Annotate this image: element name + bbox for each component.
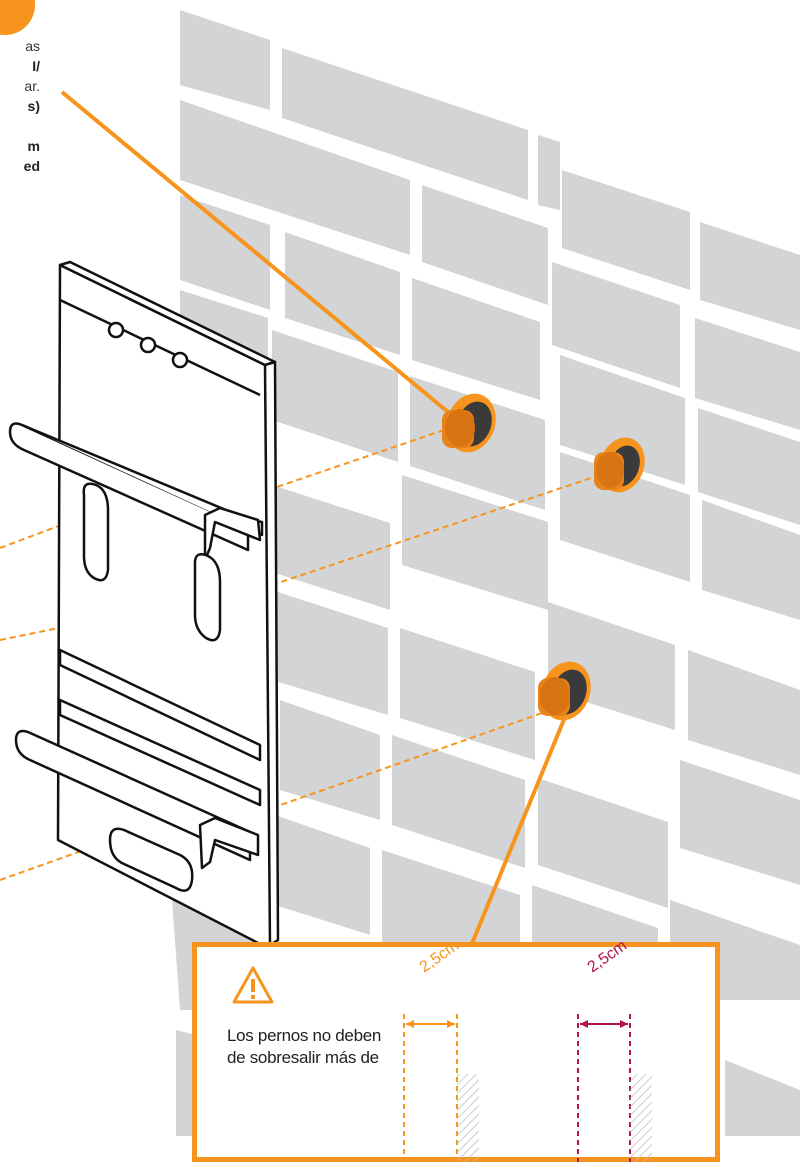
side-instruction-text: as I/ ar. s) m ed [0,36,40,176]
mounting-bracket [10,262,278,945]
dimension-ok [404,1014,479,1162]
side-text-line: s) [0,96,40,116]
side-text-line: ar. [0,76,40,96]
side-text-line: I/ [0,56,40,76]
dimension-bad [578,1014,652,1162]
warning-note-box: Los pernos no deben de sobresalir más de… [192,942,720,1162]
side-text-line [0,116,40,136]
step-marker [0,0,35,35]
side-text-line: ed [0,156,40,176]
side-text-line: m [0,136,40,156]
side-text-line: as [0,36,40,56]
dimension-diagram [192,942,720,1162]
